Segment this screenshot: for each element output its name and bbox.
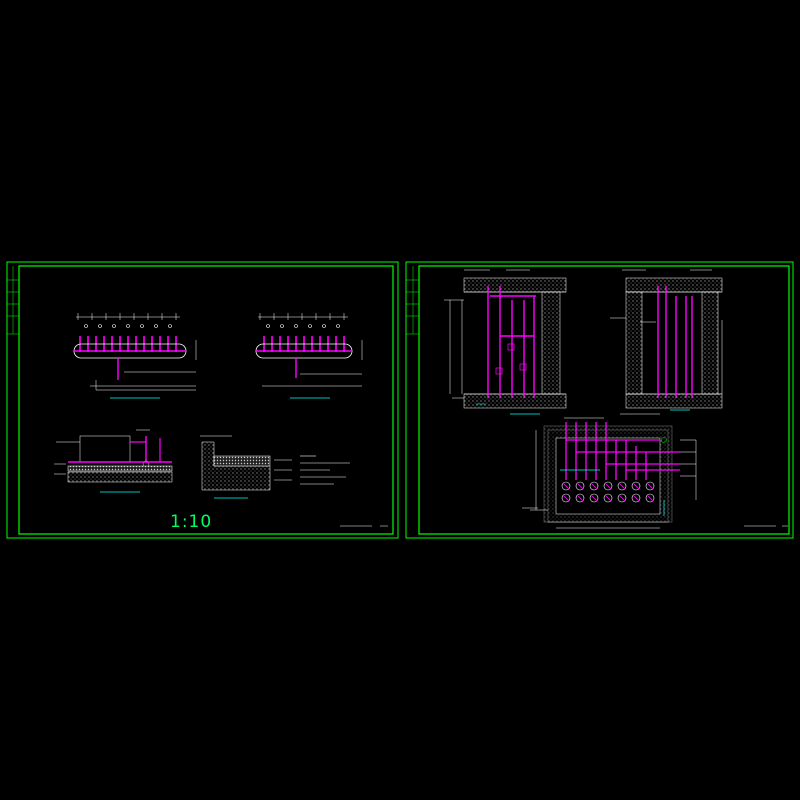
- well-section-right: [610, 269, 723, 411]
- left-sheet-outer-frame: [6, 261, 399, 539]
- left-sheet-notes: [300, 455, 350, 485]
- manifold-elevation-right: [255, 313, 363, 399]
- right-sheet: [405, 261, 794, 539]
- left-sheet: [6, 261, 399, 539]
- scale-label: 1:10: [170, 512, 213, 532]
- left-sheet-title-strip: [7, 266, 19, 335]
- well-section-left: [444, 269, 567, 415]
- well-plan-view: [522, 413, 697, 529]
- right-sheet-outer-frame: [405, 261, 794, 539]
- right-sheet-inner-frame: [418, 265, 790, 535]
- manifold-elevation-left: [73, 313, 197, 399]
- left-sheet-inner-frame: [18, 265, 394, 535]
- tank-section-detail: [54, 429, 173, 493]
- corner-wall-detail: [200, 435, 292, 499]
- right-sheet-title-strip: [406, 266, 419, 335]
